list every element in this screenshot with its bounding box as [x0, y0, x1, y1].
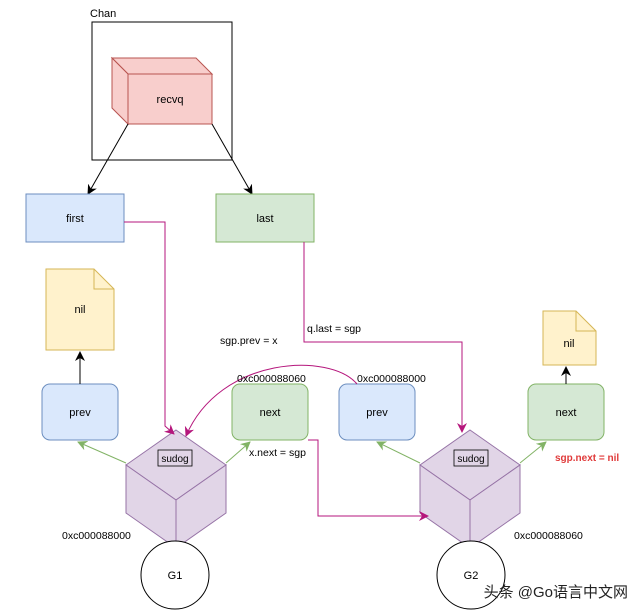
g1-next-address: 0xc000088060: [237, 373, 306, 385]
prev-assign-annotation: sgp.prev = x: [220, 335, 278, 347]
last-box: last: [215, 193, 315, 243]
g1-sudog-to-next-arrow: [225, 441, 251, 464]
nil-left-label: nil: [74, 304, 85, 316]
g1-sudog-label: sudog: [161, 454, 188, 465]
nil-note-left: nil: [45, 268, 115, 351]
last-label: last: [256, 213, 273, 225]
g1-prev-box: prev: [41, 383, 119, 441]
g1-goroutine-label: G1: [168, 570, 183, 582]
g2-sudog-cube: sudog: [419, 429, 521, 549]
recvq-label: recvq: [157, 94, 184, 106]
nil-right-label: nil: [563, 338, 574, 350]
recvq-to-last-arrow: [211, 123, 253, 195]
g2-address: 0xc000088060: [514, 530, 583, 542]
g1-sudog-cube: sudog: [125, 429, 227, 549]
first-to-g1-sudog-edge: [124, 221, 175, 435]
first-box: first: [25, 193, 125, 243]
g2-prev-to-g1-sudog-edge: [184, 364, 358, 437]
g1-goroutine-circle: G1: [140, 540, 210, 610]
watermark-text: 头条 @Go语言中文网: [484, 584, 628, 601]
first-label: first: [66, 213, 84, 225]
g1-next-to-g2-sudog-edge: [308, 439, 429, 521]
g1-next-box: next: [231, 383, 309, 441]
nil-note-right: nil: [542, 310, 597, 366]
next-assign-annotation: x.next = sgp: [249, 447, 306, 459]
g2-sudog-to-prev-arrow: [376, 441, 421, 464]
chan-title: Chan: [90, 8, 116, 20]
g2-goroutine-circle: G2: [436, 540, 506, 610]
g2-goroutine-label: G2: [464, 570, 479, 582]
g2-prev-address: 0xc000088000: [357, 373, 426, 385]
recvq-to-first-arrow: [87, 123, 129, 195]
last-assign-annotation: q.last = sgp: [307, 323, 361, 335]
g1-prev-label: prev: [69, 407, 91, 419]
g1-sudog-to-prev-arrow: [77, 441, 127, 464]
recvq-cube: recvq: [110, 56, 214, 126]
g1-next-label: next: [260, 407, 281, 419]
g2-sudog-to-next-arrow: [519, 441, 547, 464]
chan-box: Chan: [90, 8, 233, 161]
g2-next-label: next: [556, 407, 577, 419]
g2-prev-box: prev: [338, 383, 416, 441]
last-to-g2-sudog-edge: [303, 242, 467, 433]
g1-address: 0xc000088000: [62, 530, 131, 542]
g2-next-box: next: [527, 383, 605, 441]
g2-sudog-label: sudog: [457, 454, 484, 465]
next-nil-annotation: sgp.next = nil: [555, 453, 619, 464]
g2-prev-label: prev: [366, 407, 388, 419]
